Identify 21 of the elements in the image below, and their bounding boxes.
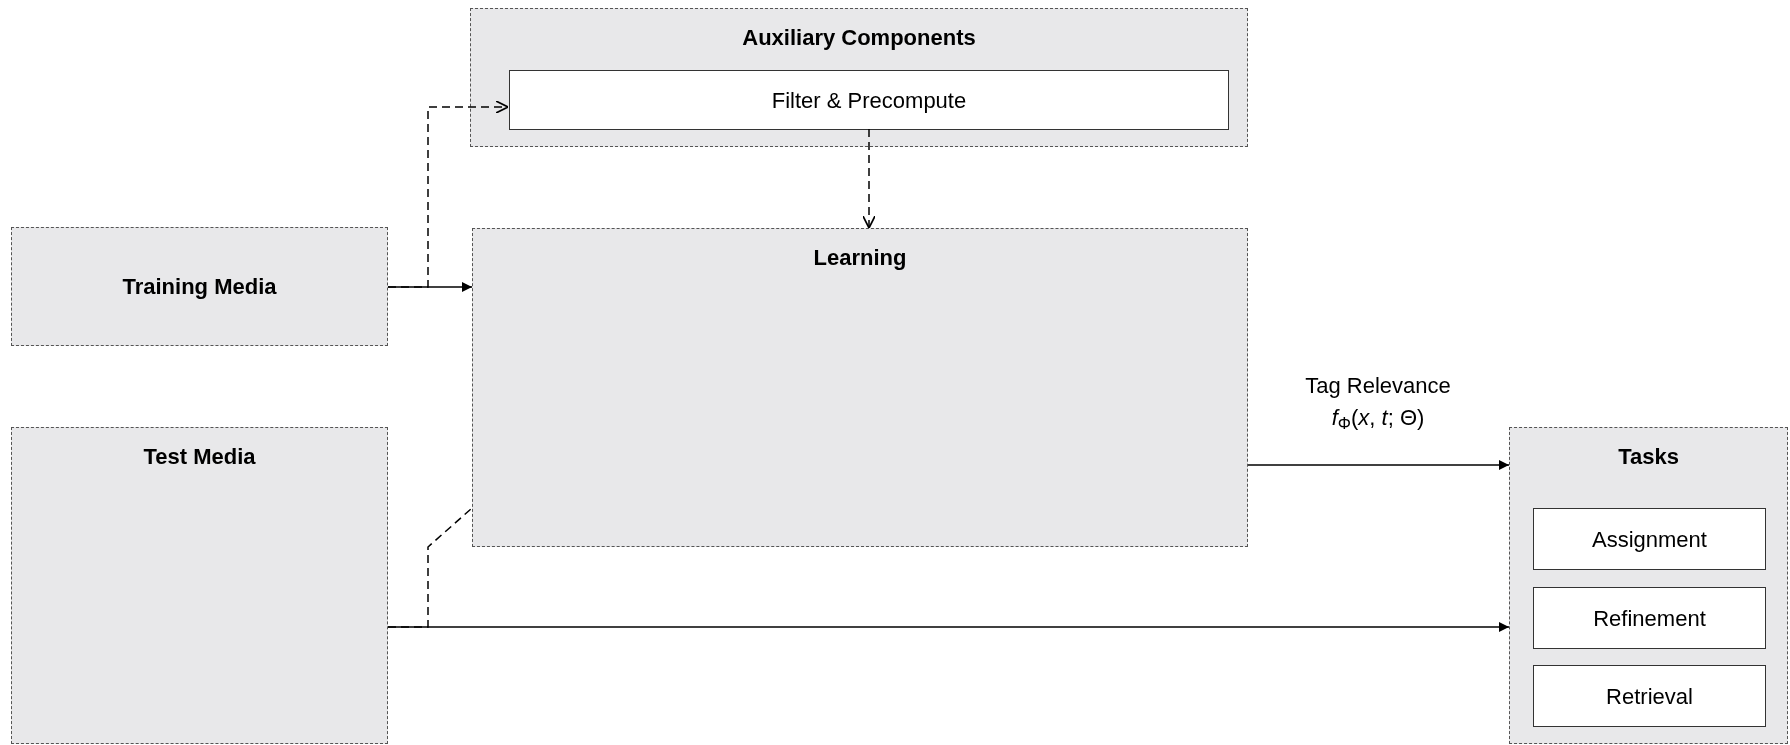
arrow (1247, 460, 1510, 470)
group-box (11, 427, 388, 744)
box-label: Filter & Precompute (771, 86, 967, 115)
process-box (1533, 665, 1766, 727)
arrow (862, 128, 876, 229)
process-box (1533, 587, 1766, 649)
box-title: Test Media (143, 443, 256, 471)
box-label: Assignment (1592, 525, 1707, 554)
group-box (11, 227, 388, 346)
box-title: Auxiliary Components (742, 24, 976, 52)
arrow (387, 100, 509, 288)
group-box (1509, 427, 1788, 744)
group-box (472, 228, 1248, 547)
box-title: Learning (813, 244, 907, 272)
box-title: Training Media (122, 273, 277, 301)
box-title: Tasks (1618, 443, 1679, 471)
process-box (509, 70, 1229, 130)
box-label: Retrieval (1606, 682, 1693, 711)
box-label: Refinement (1593, 604, 1706, 633)
group-box (470, 8, 1248, 147)
process-box (1533, 508, 1766, 570)
